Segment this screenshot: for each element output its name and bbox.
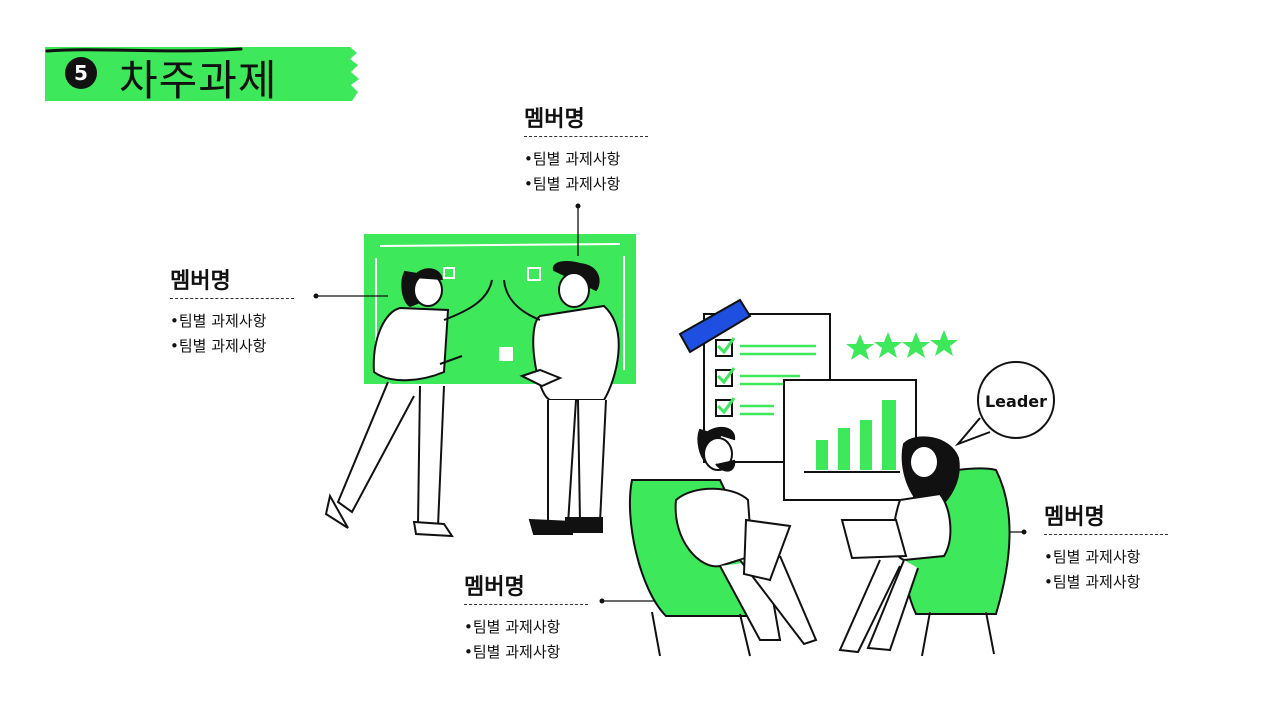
bar-chart-board: [783, 379, 917, 501]
person-right: [503, 261, 620, 535]
page-title: 차주과제: [119, 56, 278, 105]
member-task: 팀별 과제사항: [170, 309, 294, 334]
person-man-sitting: [674, 426, 818, 646]
member-name: 멤버명: [524, 101, 648, 137]
member-task-list: 팀별 과제사항 팀별 과제사항: [170, 309, 294, 359]
member-task: 팀별 과제사항: [1044, 570, 1168, 595]
member-task: 팀별 과제사항: [1044, 545, 1168, 570]
member-card-bottom: 멤버명 팀별 과제사항 팀별 과제사항: [464, 569, 588, 665]
member-task: 팀별 과제사항: [524, 147, 648, 172]
member-task: 팀별 과제사항: [524, 172, 648, 197]
member-card-right: 멤버명 팀별 과제사항 팀별 과제사항: [1044, 499, 1168, 595]
member-name: 멤버명: [170, 263, 294, 299]
board-scribbles: [375, 243, 625, 372]
member-task-list: 팀별 과제사항 팀별 과제사항: [464, 615, 588, 665]
member-task: 팀별 과제사항: [170, 334, 294, 359]
member-task: 팀별 과제사항: [464, 640, 588, 665]
blue-tape: [678, 298, 752, 354]
title-number-badge: 5: [65, 57, 97, 89]
person-left: [324, 268, 493, 538]
member-card-top: 멤버명 팀별 과제사항 팀별 과제사항: [524, 101, 648, 197]
member-task-list: 팀별 과제사항 팀별 과제사항: [524, 147, 648, 197]
member-name: 멤버명: [1044, 499, 1168, 535]
rating-stars: [846, 330, 958, 360]
member-task: 팀별 과제사항: [464, 615, 588, 640]
member-name: 멤버명: [464, 569, 588, 605]
leader-label: Leader: [985, 392, 1047, 411]
leader-speech-bubble: Leader: [954, 361, 1055, 447]
person-woman-sitting: [838, 436, 960, 654]
member-card-left: 멤버명 팀별 과제사항 팀별 과제사항: [170, 263, 294, 359]
connector-dots: [313, 203, 1027, 604]
title-banner: 5 차주과제: [45, 45, 360, 105]
title-underline: [45, 47, 243, 53]
member-task-list: 팀별 과제사항 팀별 과제사항: [1044, 545, 1168, 595]
title-banner-background: [45, 47, 359, 101]
